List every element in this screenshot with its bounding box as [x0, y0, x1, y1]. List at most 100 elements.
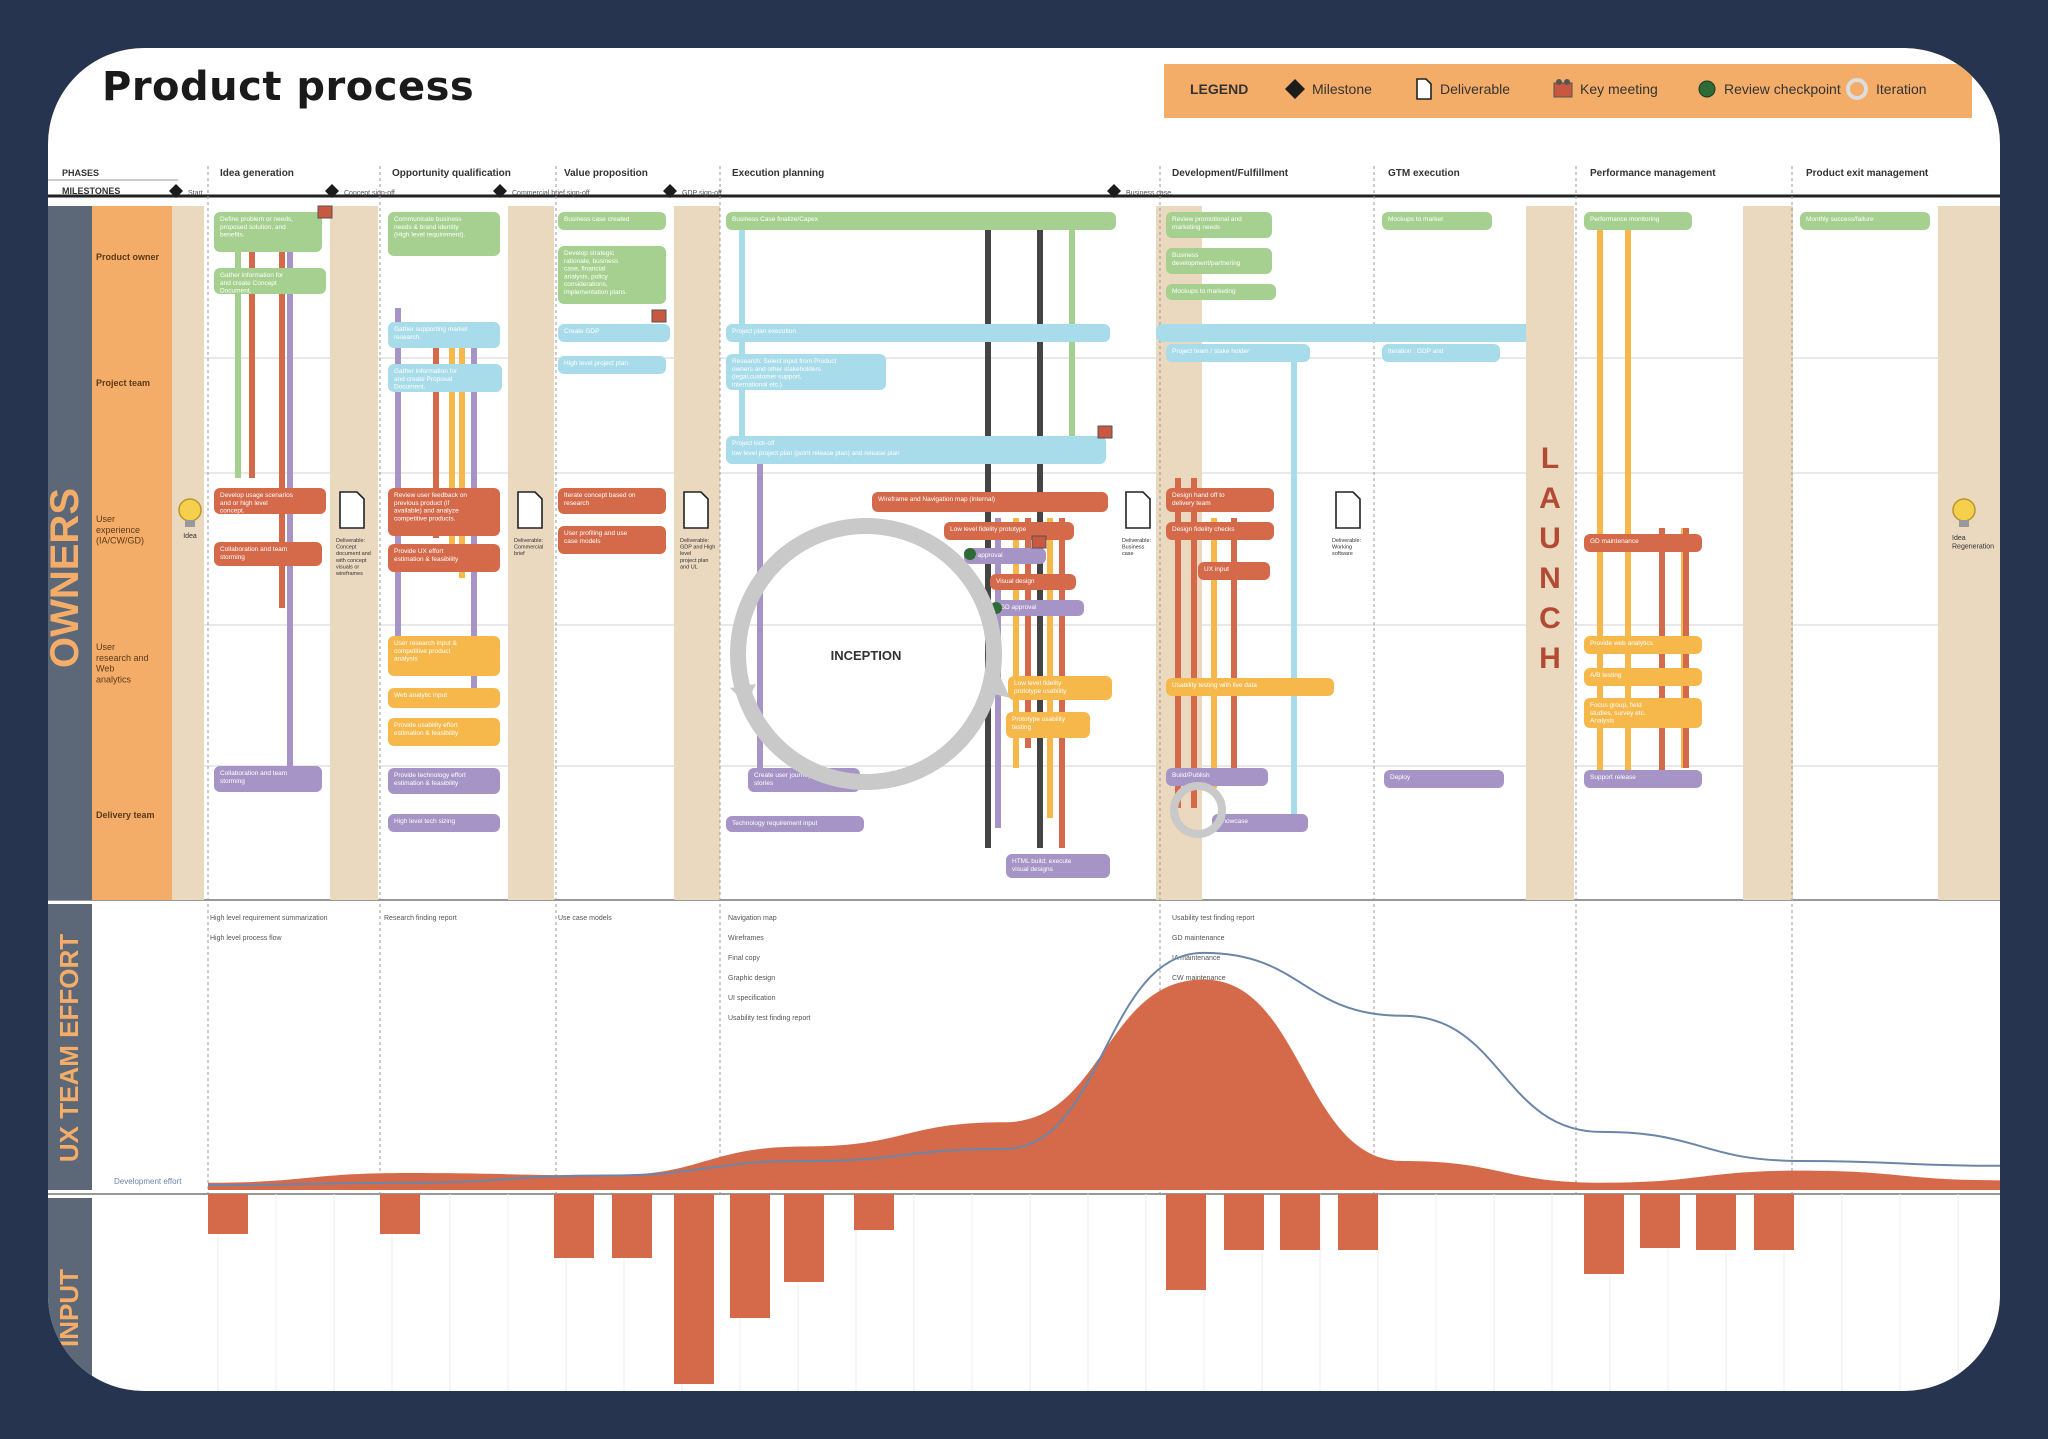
legend-label: Review checkpoint — [1724, 81, 1841, 97]
task-pill — [388, 688, 500, 708]
task-pill — [1382, 212, 1492, 230]
stage-separator — [1743, 206, 1793, 900]
task-card: Define problem or needs,proposed solutio… — [214, 212, 322, 252]
task-card: High level project plan — [558, 356, 666, 374]
task-label: Business Case finalize/Capex — [732, 216, 819, 223]
task-pill — [726, 816, 864, 832]
stage-separator — [508, 206, 554, 900]
milestone-label: Start — [188, 190, 203, 197]
owners-lane-band — [92, 206, 172, 900]
checkpoint-icon — [964, 548, 976, 560]
idea-label: Idea — [183, 533, 197, 540]
input-bar — [1584, 1194, 1624, 1274]
task-pill — [1198, 562, 1270, 580]
phase-label: GTM execution — [1388, 168, 1460, 179]
task-label: High level tech sizing — [394, 818, 455, 825]
legend: LEGEND Milestone Deliverable Key meeting… — [1164, 64, 1972, 118]
task-label: Project team / stake holder — [1172, 348, 1250, 355]
task-card: UX input — [1198, 562, 1270, 580]
owner-lane-label: Project team — [96, 378, 150, 388]
input-section-label: INPUT — [54, 1269, 84, 1347]
milestone-label: Commercial brief sign-off — [512, 190, 590, 197]
input-bar — [1696, 1194, 1736, 1250]
task-pill — [1166, 488, 1274, 512]
task-label: Technology requirement input — [732, 820, 817, 827]
meeting-icon — [1553, 79, 1573, 98]
task-card: Low level fidelity prototype — [944, 522, 1074, 540]
task-label: Design fidelity checks — [1172, 526, 1235, 533]
task-pill — [388, 322, 500, 348]
ux-effort-section-band — [48, 904, 92, 1190]
deliverable-document-icon — [1125, 491, 1151, 529]
owners-section-label: OWNERS — [48, 488, 87, 668]
task-card: Showcase — [1212, 814, 1308, 832]
input-bar — [730, 1194, 770, 1318]
task-card: Deploy — [1384, 770, 1504, 788]
task-card: Create GDP — [558, 324, 670, 342]
task-card: Technology requirement input — [726, 816, 864, 832]
input-bar — [854, 1194, 894, 1230]
milestone-diamond-icon — [493, 184, 507, 198]
task-pill — [1166, 248, 1272, 274]
deliverable-document-icon — [683, 491, 709, 529]
phase-label: Performance management — [1590, 168, 1716, 179]
milestones-label: MILESTONES — [62, 186, 120, 196]
stage-separator — [1938, 206, 2000, 900]
task-pill — [388, 364, 502, 392]
task-card: Project kick-off — [726, 436, 1106, 464]
input-bar — [1166, 1194, 1206, 1290]
task-label: Support release — [1590, 774, 1636, 781]
task-card: Project plan execution — [726, 324, 1110, 342]
development-effort-line — [207, 951, 2000, 1187]
task-label: GD maintenance — [1590, 538, 1639, 545]
task-pill — [558, 488, 666, 514]
task-label: Visual design — [996, 578, 1035, 585]
task-pill — [388, 636, 500, 676]
phases-label: PHASES — [62, 168, 99, 178]
task-card: Mockups to market — [1382, 212, 1492, 230]
task-label: Project plan execution — [732, 328, 796, 335]
ux-effort-note: Research finding report — [384, 915, 457, 922]
launch-letter: H — [1539, 642, 1561, 675]
task-pill — [214, 268, 326, 294]
input-bar — [674, 1194, 714, 1384]
milestone-label: GDP sign-off — [682, 190, 722, 197]
task-pill — [558, 324, 670, 342]
task-pill — [1584, 534, 1702, 552]
launch-letter: L — [1541, 442, 1559, 475]
page-title: Product process — [102, 64, 475, 110]
input-bar — [380, 1194, 420, 1234]
task-pill — [1008, 676, 1112, 700]
task-label: Monthly success/failure — [1806, 216, 1874, 223]
idea-regeneration-bulb-icon — [1959, 520, 1969, 527]
input-bar — [784, 1194, 824, 1282]
task-label: Performance monitoring — [1590, 216, 1660, 223]
meeting-icon — [1097, 425, 1113, 439]
task-card: A/B testing — [1584, 668, 1702, 686]
task-pill — [388, 488, 500, 536]
input-bar — [1338, 1194, 1378, 1250]
ux-effort-note: Use case models — [558, 915, 612, 922]
inception-label: INCEPTION — [831, 648, 902, 663]
task-label: Low level fidelity prototype — [950, 526, 1027, 533]
